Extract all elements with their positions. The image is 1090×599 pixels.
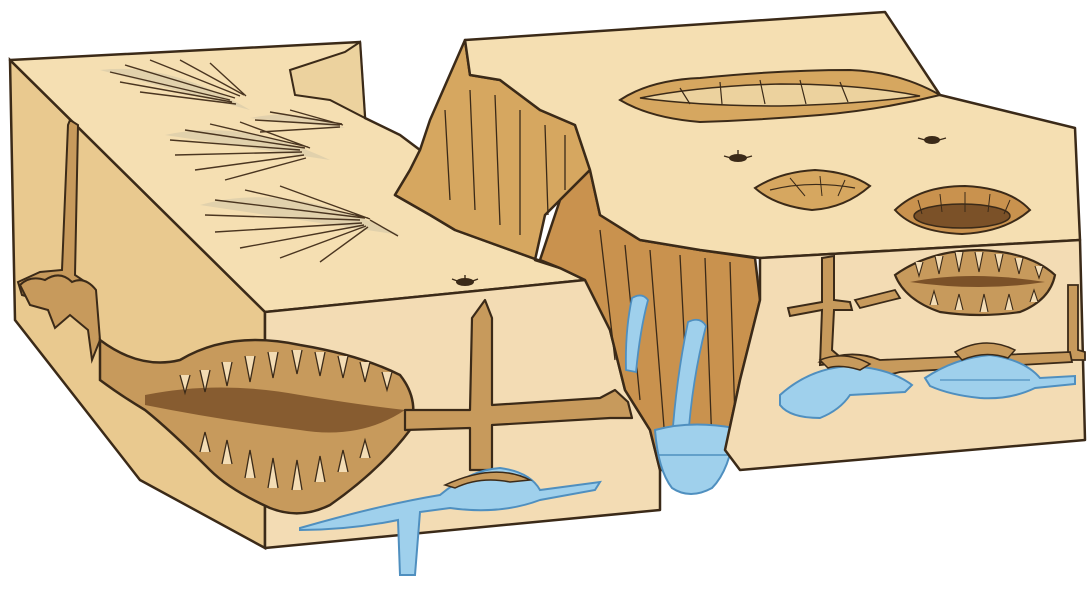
gorge-plunge-pool [655, 424, 735, 494]
